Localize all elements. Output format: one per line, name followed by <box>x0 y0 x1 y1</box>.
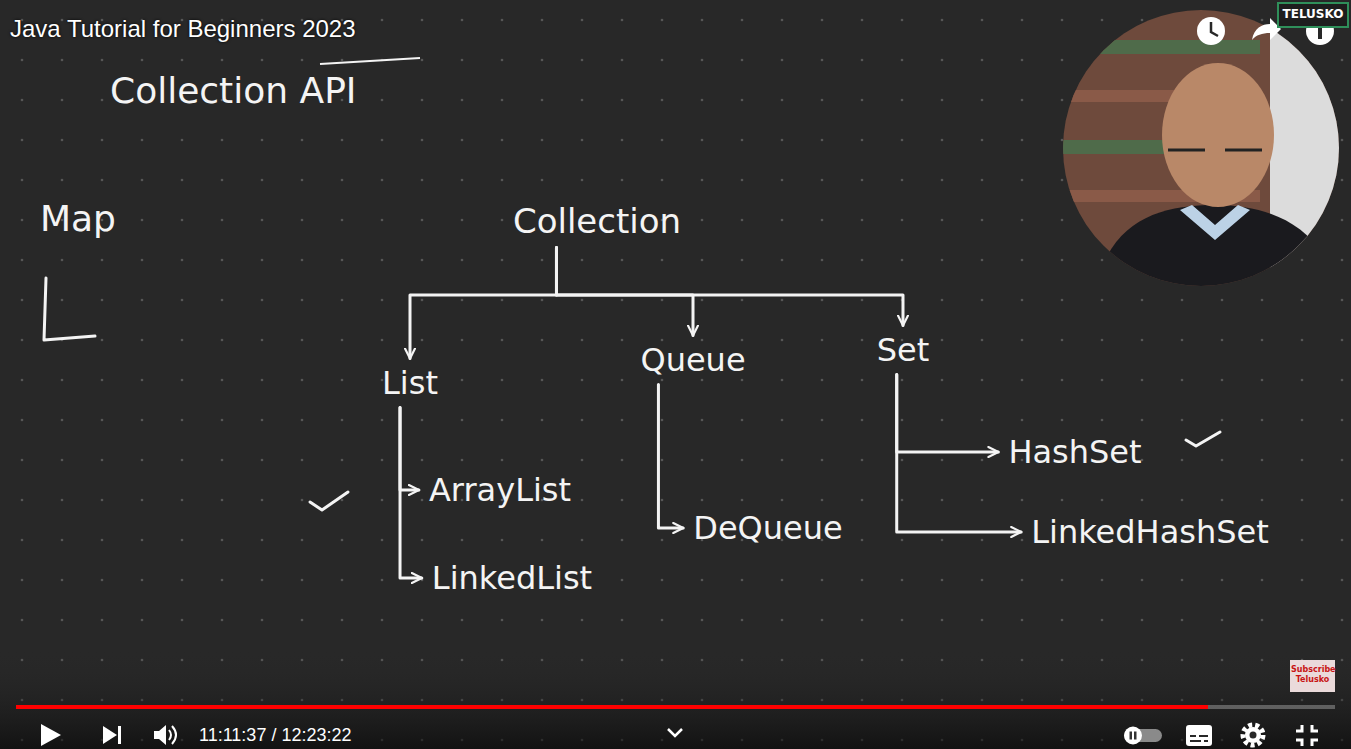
subtitles-box <box>1186 725 1212 746</box>
video-title: Java Tutorial for Beginners 2023 <box>10 15 356 44</box>
check-mark <box>310 492 348 510</box>
speaker <box>154 725 166 745</box>
handwritten-node: Collection <box>509 200 685 243</box>
check-mark <box>1186 432 1220 446</box>
subtitles-icon <box>1186 725 1212 746</box>
video-time: 11:11:37 / 12:23:22 <box>199 724 351 746</box>
watch-later-icon <box>1197 17 1225 45</box>
handwritten-node: Queue <box>636 340 749 381</box>
node-text: Set <box>877 332 930 369</box>
map-bracket <box>44 278 95 340</box>
brick-row <box>1060 40 1260 54</box>
hierarchy-arrow <box>400 407 419 490</box>
hierarchy-arrow <box>897 374 999 452</box>
node-text: DeQueue <box>693 510 842 547</box>
handwritten-node: ArrayList <box>425 470 575 511</box>
control-shade <box>0 650 1351 749</box>
sound-waves <box>169 726 176 744</box>
hierarchy-arrow <box>897 374 1022 532</box>
glasses <box>1168 149 1262 152</box>
gear-hole <box>1250 732 1257 739</box>
subscribe-badge: Subscribe Telusko <box>1290 660 1335 692</box>
pause-bar <box>1134 732 1137 740</box>
brick-wall <box>1060 8 1350 293</box>
heading-label: Collection API <box>110 70 356 111</box>
clock-face <box>1197 17 1225 45</box>
progress-track <box>16 705 1335 709</box>
subtitles-lines <box>1190 736 1208 741</box>
hierarchy-arrow <box>556 248 693 336</box>
autoplay-toggle <box>1124 727 1162 745</box>
volume-icon <box>154 725 176 745</box>
node-text: LinkedHashSet <box>1031 514 1269 551</box>
presenter-avatar <box>1060 8 1350 293</box>
settings-icon <box>1243 725 1263 745</box>
handwritten-node: HashSet <box>1004 432 1145 473</box>
info-stem <box>1318 28 1322 39</box>
presenter-head <box>1162 63 1274 207</box>
node-text: List <box>382 365 438 402</box>
toggle-knob <box>1124 727 1142 745</box>
node-text: Collection <box>513 202 681 241</box>
hierarchy-arrow <box>556 248 903 326</box>
next-bar <box>118 726 121 744</box>
node-text: ArrayList <box>429 472 571 509</box>
next-triangle <box>103 726 117 744</box>
hierarchy-arrow <box>410 248 556 359</box>
play-icon <box>41 724 61 746</box>
exit-fullscreen-icon <box>1296 725 1318 746</box>
handwritten-node: LinkedHashSet <box>1027 512 1273 553</box>
handwritten-node: Set <box>873 330 934 371</box>
heading-stroke <box>320 58 420 64</box>
chapter-chevron <box>668 729 682 736</box>
handwritten-node: List <box>378 363 442 404</box>
pause-bar <box>1130 732 1133 740</box>
gear-body <box>1245 727 1261 743</box>
node-text: HashSet <box>1008 434 1141 471</box>
sweater <box>1095 205 1340 290</box>
progress-played <box>16 705 1208 709</box>
next-icon <box>103 726 121 744</box>
shirt-collar <box>1180 205 1250 240</box>
node-text: LinkedList <box>432 560 592 597</box>
hierarchy-arrow <box>658 384 683 528</box>
handwritten-node: DeQueue <box>689 508 846 549</box>
handwritten-node: LinkedList <box>428 558 596 599</box>
channel-watermark: TELUSKO <box>1277 2 1349 28</box>
map-label: Map <box>40 198 116 239</box>
clock-hands <box>1211 22 1218 36</box>
hierarchy-arrow <box>400 407 422 578</box>
node-text: Queue <box>640 342 745 379</box>
gear-teeth <box>1243 725 1263 745</box>
